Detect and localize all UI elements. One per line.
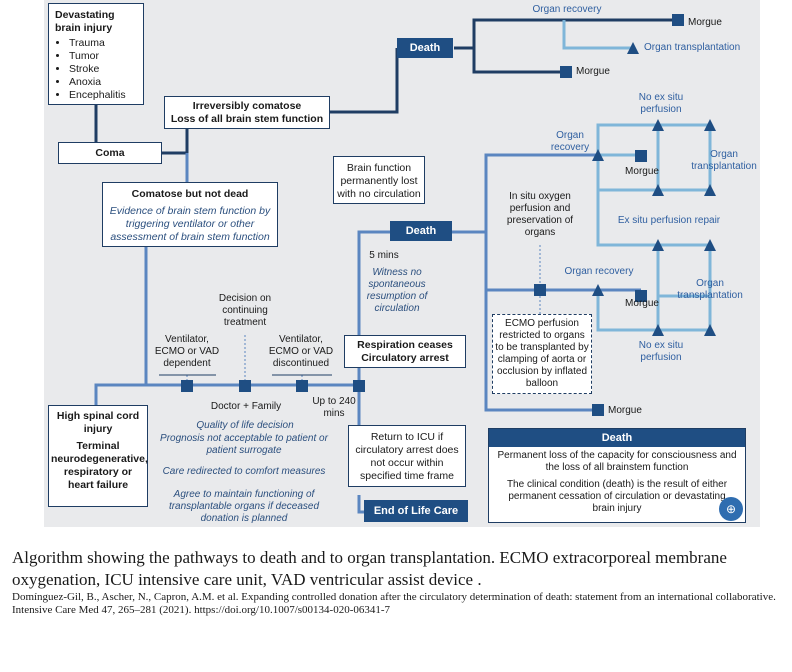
- morgue-top1-label: Morgue: [688, 17, 722, 28]
- figure-caption: Algorithm showing the pathways to death …: [12, 547, 780, 617]
- ex-situ-repair-label: Ex situ perfusion repair: [617, 215, 721, 226]
- doctor-family-label: Doctor + Family: [210, 401, 282, 412]
- morgue-top2-label: Morgue: [576, 66, 610, 77]
- organ-recovery-r2-label: Organ recovery: [564, 266, 634, 277]
- prognosis-label: Prognosis not acceptable to patient or p…: [160, 433, 328, 456]
- end-of-life-box: End of Life Care: [364, 500, 468, 522]
- no-ex-situ-bottom-label: No ex situ perfusion: [638, 340, 684, 363]
- up-to-label: Up to 240 mins: [312, 396, 356, 419]
- high-spinal-line2: Terminal neurodegenerative, respiratory …: [51, 440, 148, 491]
- death-panel-p1: Permanent loss of the capacity for consc…: [497, 450, 737, 473]
- decision-label: Decision on continuing treatment: [218, 293, 272, 328]
- no-ex-situ-top-label: No ex situ perfusion: [638, 92, 684, 115]
- organ-transplantation-r1-label: Organ transplantation: [691, 149, 757, 172]
- cause-item: Trauma: [69, 37, 137, 50]
- cause-item: Anoxia: [69, 76, 137, 89]
- transplant-triangle-r2b: [704, 239, 716, 251]
- connector-lines: [94, 14, 716, 514]
- transplant-triangle-r1d: [704, 184, 716, 196]
- death-top-box: Death: [397, 38, 453, 58]
- irreversibly-comatose-box: Irreversibly comatose Loss of all brain …: [164, 96, 330, 129]
- death-panel: Death Permanent loss of the capacity for…: [488, 428, 746, 523]
- agree-label: Agree to maintain functioning of transpl…: [168, 489, 320, 524]
- ecmo-perfusion-box: ECMO perfusion restricted to organs to b…: [492, 314, 592, 394]
- high-spinal-box: High spinal cord injury Terminal neurode…: [48, 405, 148, 507]
- respiration-ceases-line2: Circulatory arrest: [361, 352, 449, 364]
- witness-label: Witness no spontaneous resumption of cir…: [366, 267, 428, 314]
- vent-dependent-label: Ventilator, ECMO or VAD dependent: [154, 334, 220, 369]
- transplant-triangle-r2c: [652, 324, 664, 336]
- brain-function-lost-box: Brain function permanently lost with no …: [333, 156, 425, 204]
- pathway-node-2: [239, 380, 251, 392]
- organ-transplantation-r2-label: Organ transplantation: [677, 278, 743, 301]
- vent-discontinued-label: Ventilator, ECMO or VAD discontinued: [268, 334, 334, 369]
- cause-item: Tumor: [69, 50, 137, 63]
- morgue-r2-label: Morgue: [625, 298, 659, 309]
- morgue-bottom-label: Morgue: [608, 405, 642, 416]
- pathway-node-1: [181, 380, 193, 392]
- cause-item: Stroke: [69, 63, 137, 76]
- cause-item: Encephalitis: [69, 89, 137, 102]
- transplant-triangle-r1b: [704, 119, 716, 131]
- irreversibly-comatose-line2: Loss of all brain stem function: [170, 113, 324, 125]
- caption-citation: Domínguez-Gil, B., Ascher, N., Capron, A…: [12, 591, 776, 616]
- transplant-triangle-r2d: [704, 324, 716, 336]
- organ-pathway-diagram: Devastating brain injury Trauma Tumor St…: [44, 0, 760, 527]
- brain-injury-list: Trauma Tumor Stroke Anoxia Encephalitis: [55, 37, 137, 102]
- pathway-node-3: [296, 380, 308, 392]
- pathway-node-4: [353, 380, 365, 392]
- ecmo-node: [534, 284, 546, 296]
- transplant-triangle-r1a: [652, 119, 664, 131]
- recovery-triangle-r2: [592, 284, 604, 296]
- comatose-not-dead-title: Comatose but not dead: [131, 188, 249, 200]
- organ-recovery-r1-label: Organ recovery: [550, 130, 590, 153]
- respiration-ceases-line1: Respiration ceases: [357, 339, 453, 351]
- return-icu-box: Return to ICU if circulatory arrest does…: [348, 425, 466, 487]
- caption-text: Algorithm showing the pathways to death …: [12, 548, 727, 589]
- comatose-not-dead-box: Comatose but not dead Evidence of brain …: [102, 182, 278, 247]
- who-logo-icon: ⊕: [719, 497, 743, 521]
- respiration-ceases-box: Respiration ceases Circulatory arrest: [344, 335, 466, 368]
- recovery-triangle-r1: [592, 149, 604, 161]
- transplant-triangle-top: [627, 42, 639, 54]
- high-spinal-line1: High spinal cord injury: [56, 410, 140, 435]
- comatose-not-dead-desc: Evidence of brain stem function by trigg…: [109, 205, 271, 243]
- quality-label: Quality of life decision: [196, 420, 294, 431]
- in-situ-label: In situ oxygen perfusion and preservatio…: [506, 191, 574, 238]
- morgue-node-top2: [560, 66, 572, 78]
- organ-transplantation-top-label: Organ transplantation: [644, 42, 741, 53]
- brain-injury-title: Devastating brain injury: [55, 9, 115, 34]
- morgue-node-r1: [635, 150, 647, 162]
- morgue-r1-label: Morgue: [625, 166, 659, 177]
- transplant-triangle-r2a: [652, 239, 664, 251]
- death-mid-box: Death: [390, 221, 452, 241]
- irreversibly-comatose-line1: Irreversibly comatose: [192, 100, 302, 112]
- five-mins-label: 5 mins: [369, 250, 399, 261]
- morgue-node-bottom: [592, 404, 604, 416]
- transplant-triangle-r1c: [652, 184, 664, 196]
- morgue-node-top1: [672, 14, 684, 26]
- morgue-node-r2: [635, 290, 647, 302]
- care-redirected-label: Care redirected to comfort measures: [162, 466, 326, 477]
- death-panel-title: Death: [489, 429, 745, 447]
- death-panel-p2: The clinical condition (death) is the re…: [506, 479, 728, 514]
- coma-box: Coma: [58, 142, 162, 164]
- organ-recovery-top-label: Organ recovery: [532, 4, 602, 15]
- brain-injury-box: Devastating brain injury Trauma Tumor St…: [48, 3, 144, 105]
